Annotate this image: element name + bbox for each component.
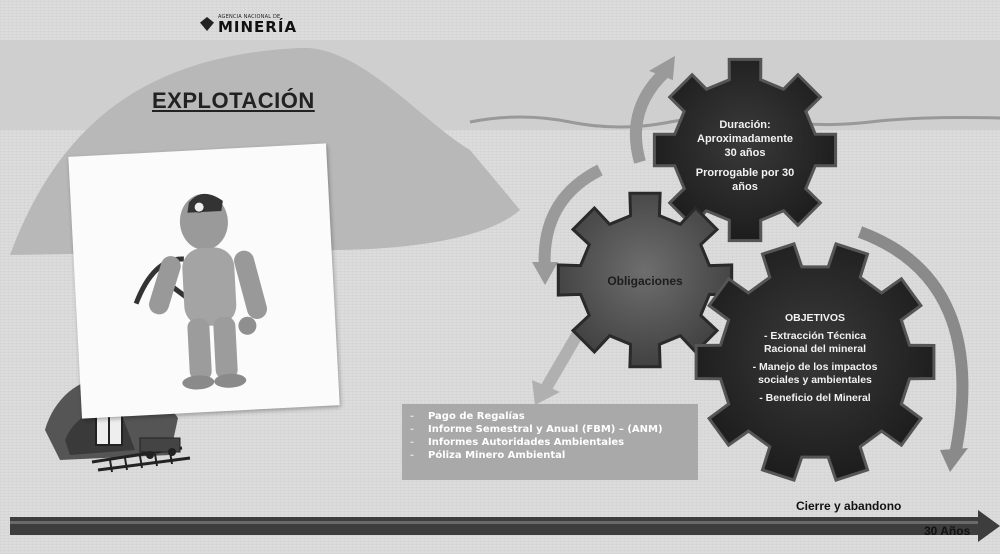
list-item: -Informes Autoridades Ambientales <box>410 437 625 448</box>
objectives-gear-text: OBJETIVOS - Extracción Técnica Racional … <box>748 312 882 405</box>
objective-item: - Extracción Técnica <box>763 329 867 342</box>
miner-photo-card <box>68 143 340 419</box>
agency-small-text: AGENCIA NACIONAL DE <box>218 14 281 20</box>
list-item: -Póliza Minero Ambiental <box>410 450 566 461</box>
gear1-shape <box>652 57 838 243</box>
timeline-arrowhead <box>978 510 1000 542</box>
miner-figure-icon <box>133 193 268 390</box>
duration-line1: Aproximadamente <box>697 133 793 145</box>
list-item: -Pago de Regalías <box>410 411 525 422</box>
obligations-gear <box>556 191 734 369</box>
duration-line3: Prorrogable por 30 <box>695 167 795 179</box>
cycle-arrow-top <box>629 67 670 164</box>
gear2-shape <box>556 191 734 369</box>
agency-name: MINERÍA <box>218 18 298 36</box>
mine-entrance-icon <box>45 377 191 473</box>
page-title: EXPLOTACIÓN <box>152 88 315 113</box>
obligations-gear-label: Obligaciones <box>607 274 683 288</box>
objective-item: - Beneficio del Mineral <box>759 391 871 404</box>
objective-item: - Manejo de los impactos <box>752 360 878 373</box>
duration-gear <box>652 57 838 243</box>
cycle-arrow-left <box>538 164 603 271</box>
cycle-arrow-right <box>857 226 969 457</box>
agency-logo: AGENCIA NACIONAL DE MINERÍA <box>200 14 298 36</box>
duration-heading: Duración: <box>719 119 771 131</box>
list-item: -Informe Semestral y Anual (FBM) – (ANM) <box>410 424 663 435</box>
closing-label: Cierre y abandono <box>796 499 902 513</box>
objective-item: sociales y ambientales <box>758 374 872 386</box>
duration-years-label: 30 Años <box>924 524 971 538</box>
timeline-bar <box>10 517 980 535</box>
duration-line4: años <box>732 181 758 193</box>
objective-item: Racional del mineral <box>763 343 867 355</box>
duration-gear-text: Duración: Aproximadamente 30 años Prorro… <box>680 118 810 194</box>
obligations-list: -Pago de Regalías -Informe Semestral y A… <box>402 404 698 480</box>
objectives-heading: OBJETIVOS <box>784 312 846 324</box>
connector-arrow <box>539 326 586 394</box>
duration-line2: 30 años <box>724 147 766 159</box>
gear3-shape <box>694 242 936 482</box>
objectives-gear <box>694 242 936 482</box>
